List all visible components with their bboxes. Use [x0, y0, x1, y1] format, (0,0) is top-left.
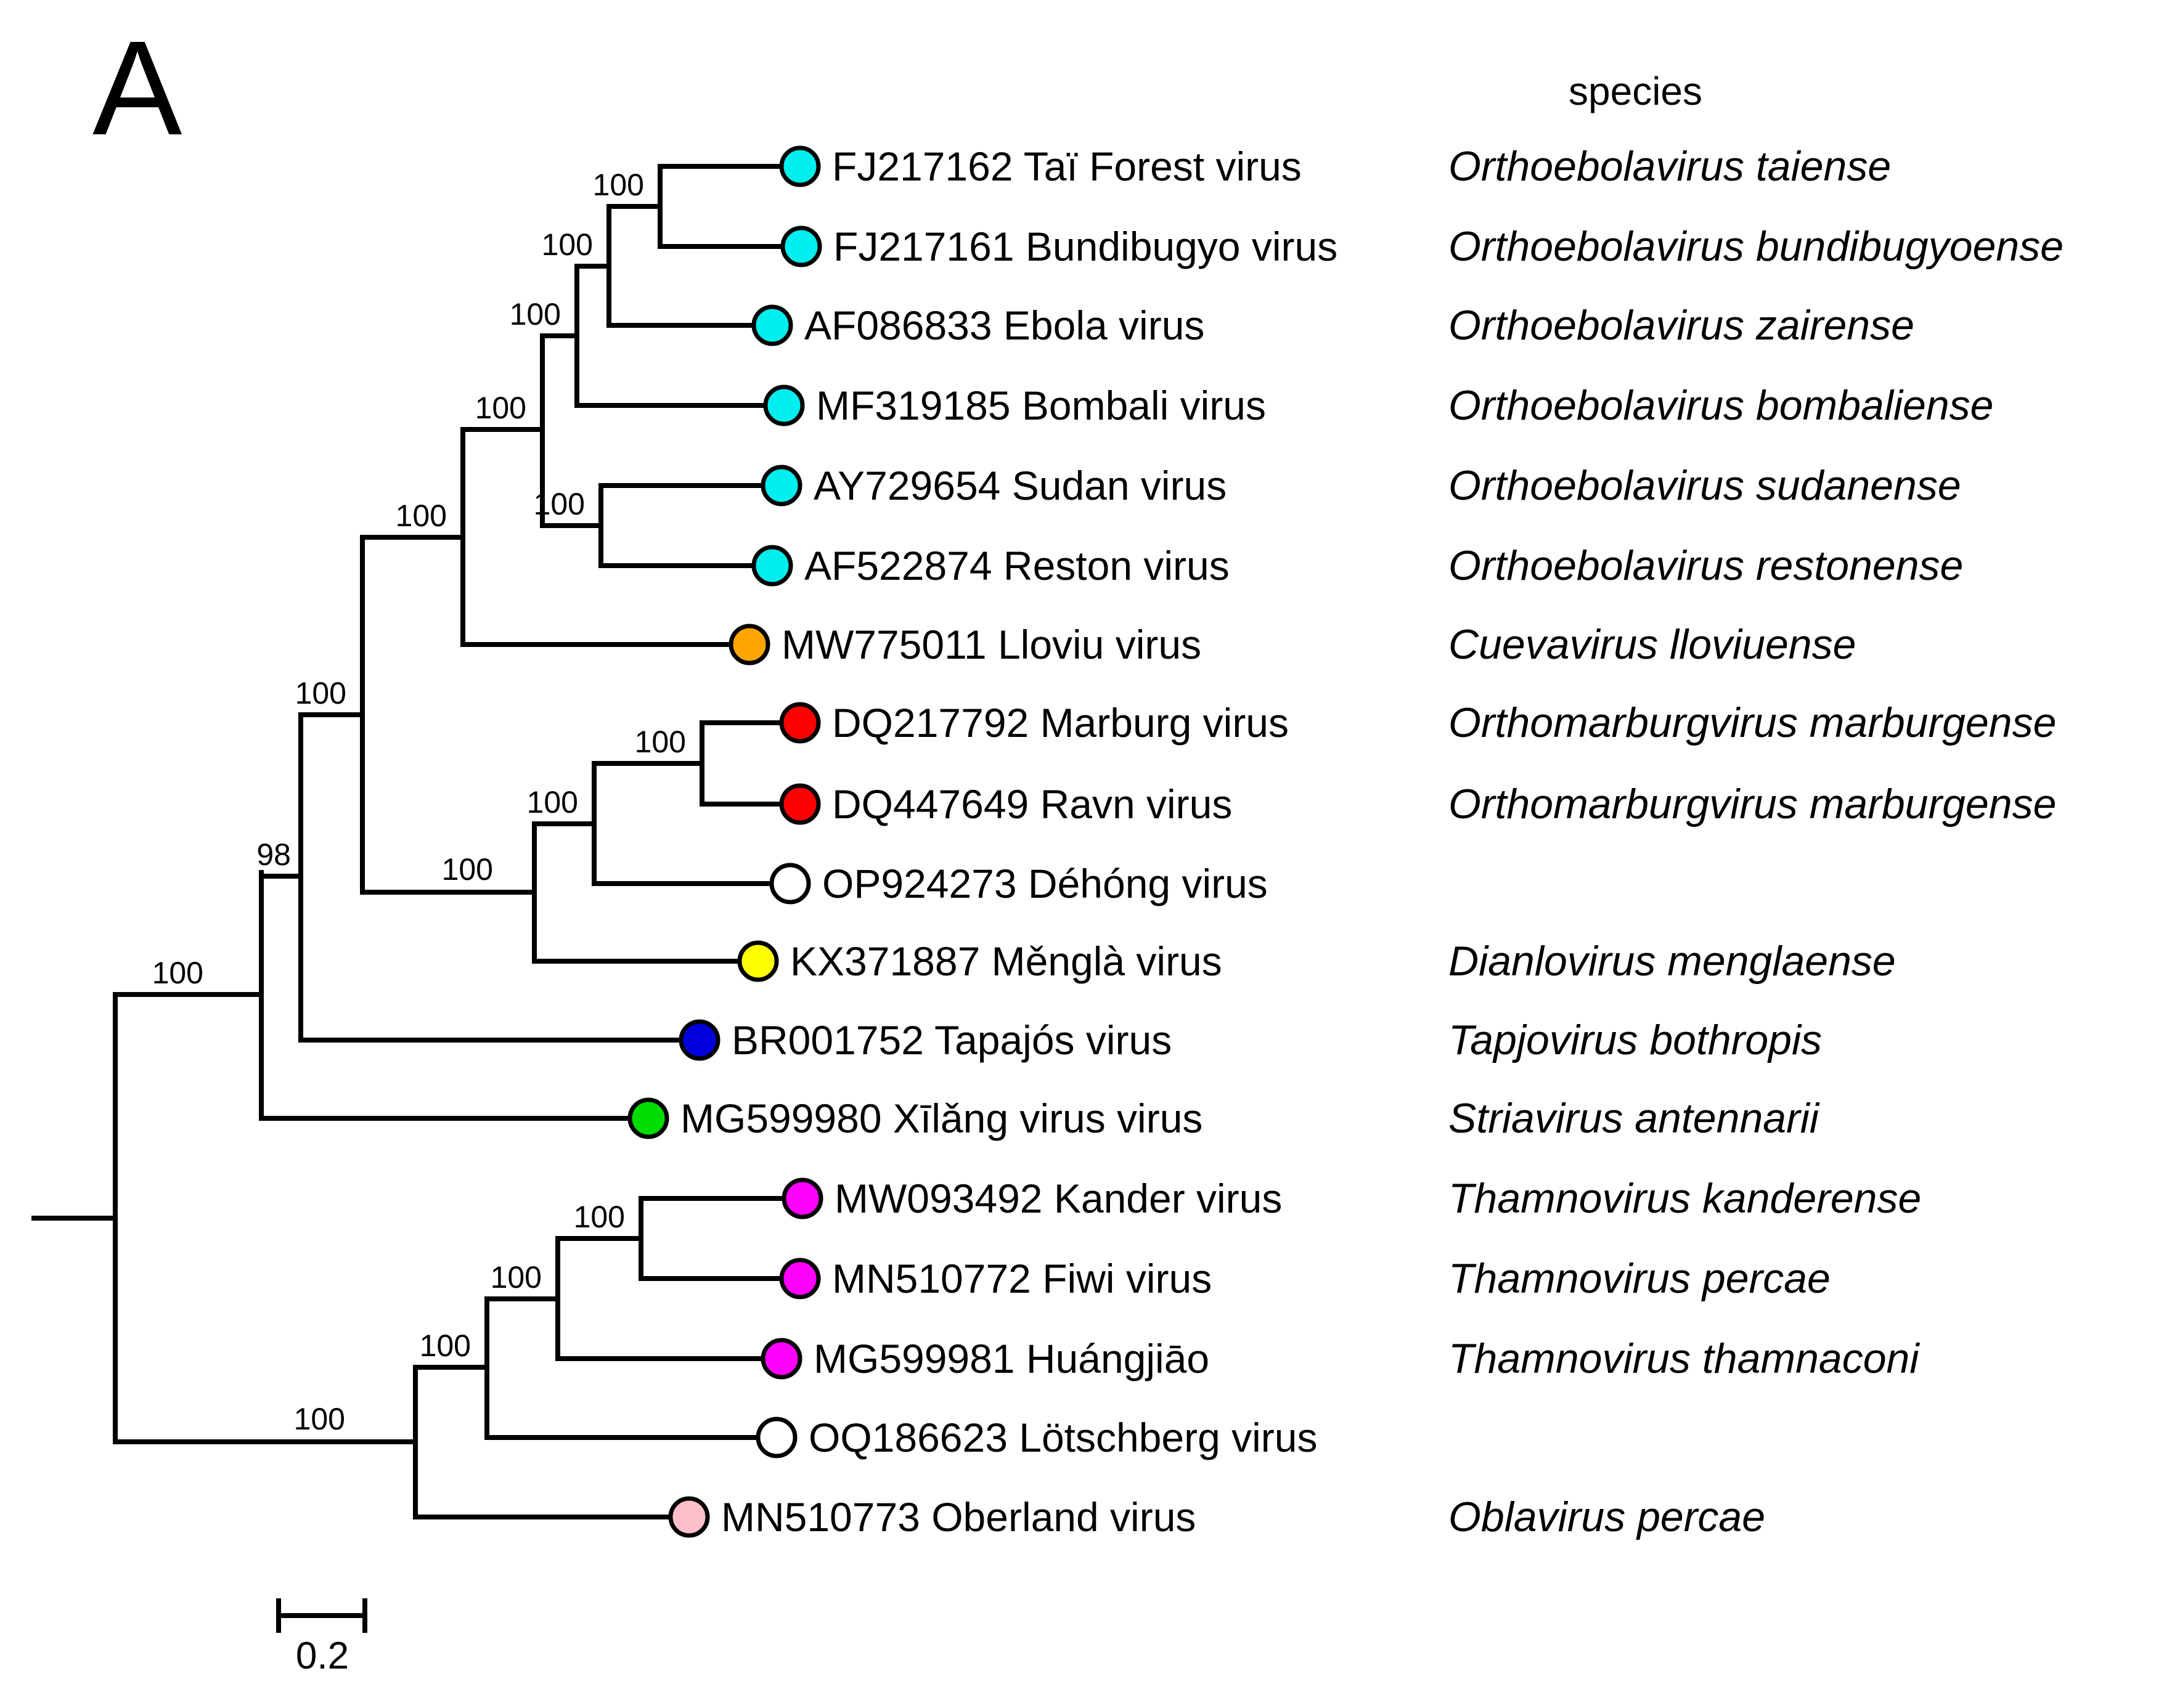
- node-TB-bootstrap: 100: [593, 168, 644, 202]
- tip-marburg-marker: [779, 702, 821, 744]
- tip-oberland-marker: [668, 1496, 710, 1538]
- tip-fiwi-species: Thamnovirus percae: [1448, 1255, 1831, 1302]
- tip-reston-label: AF522874 Reston virus: [804, 543, 1230, 588]
- node-E-bootstrap: 100: [442, 852, 493, 887]
- tip-huangjiao-marker: [761, 1338, 802, 1380]
- tip-reston-marker: [751, 545, 793, 587]
- node-B-bootstrap: 98: [256, 837, 291, 872]
- tip-oberland-label: MN510773 Oberland virus: [721, 1494, 1196, 1540]
- tip-bombali-label: MF319185 Bombali virus: [816, 383, 1266, 428]
- tip-mengla-marker: [737, 940, 779, 982]
- tip-dehong-marker: [769, 863, 811, 905]
- node-EBO-bootstrap: 100: [475, 391, 526, 425]
- tip-tai-forest-marker: [779, 145, 821, 187]
- tip-tapajos-label: BR001752 Tapajós virus: [732, 1017, 1172, 1063]
- tip-bundibugyo-label: FJ217161 Bundibugyo virus: [833, 224, 1337, 269]
- tip-huangjiao-label: MG599981 Huángjiāo: [814, 1336, 1209, 1381]
- tip-reston-species: Orthoebolavirus restonense: [1448, 542, 1963, 589]
- tip-kander-label: MW093492 Kander virus: [835, 1176, 1282, 1221]
- tip-xilang-label: MG599980 Xīlǎng virus virus: [680, 1096, 1202, 1141]
- node-SR-bootstrap: 100: [534, 487, 585, 521]
- node-TBEB-bootstrap: 100: [510, 297, 561, 331]
- node-C-bootstrap: 100: [295, 676, 346, 710]
- tip-kander-marker: [782, 1177, 823, 1219]
- panel-label: A: [92, 14, 182, 163]
- tip-bundibugyo-marker: [780, 226, 822, 267]
- tip-lotschberg-label: OQ186623 Lötschberg virus: [809, 1415, 1317, 1460]
- tip-tai-forest-label: FJ217162 Taï Forest virus: [832, 144, 1302, 189]
- tip-huangjiao-species: Thamnovirus thamnaconi: [1448, 1335, 1920, 1382]
- tip-tapajos-species: Tapjovirus bothropis: [1448, 1017, 1822, 1063]
- tip-fiwi-marker: [779, 1258, 821, 1299]
- tip-tapajos-marker: [679, 1019, 721, 1061]
- tip-lloviu-marker: [729, 624, 770, 665]
- node-H-bootstrap: 100: [491, 1260, 542, 1295]
- tip-ravn-species: Orthomarburgvirus marburgense: [1448, 781, 2056, 828]
- tip-lotschberg-marker: [756, 1417, 798, 1458]
- tip-kander-species: Thamnovirus kanderense: [1448, 1175, 1921, 1222]
- node-A-bootstrap: 100: [152, 956, 203, 990]
- tip-ebola-species: Orthoebolavirus zairense: [1448, 302, 1914, 349]
- tip-xilang-marker: [627, 1097, 669, 1139]
- tip-mengla-label: KX371887 Měnglà virus: [790, 938, 1222, 984]
- tip-ravn-label: DQ447649 Ravn virus: [832, 781, 1232, 827]
- tip-xilang-species: Striavirus antennarii: [1448, 1095, 1820, 1142]
- scale-bar: 0.2: [276, 1598, 367, 1677]
- tip-dehong-label: OP924273 Déhóng virus: [822, 861, 1268, 906]
- tip-mengla-species: Dianlovirus menglaense: [1448, 938, 1896, 985]
- tip-sudan-species: Orthoebolavirus sudanense: [1448, 462, 1961, 509]
- node-D-bootstrap: 100: [396, 498, 447, 533]
- tip-bundibugyo-species: Orthoebolavirus bundibugyoense: [1448, 223, 2064, 270]
- node-TBE-bootstrap: 100: [542, 227, 593, 262]
- bootstrap-labels: 1009810010010010010010010010010010010010…: [152, 168, 686, 1436]
- tip-lloviu-label: MW775011 Lloviu virus: [782, 622, 1201, 667]
- tip-marburg-label: DQ217792 Marburg virus: [832, 700, 1289, 746]
- species-column-header: species: [1569, 69, 1702, 113]
- tip-oberland-species: Oblavirus percae: [1448, 1494, 1765, 1540]
- tip-bombali-marker: [763, 384, 805, 426]
- tip-fiwi-label: MN510772 Fiwi virus: [832, 1256, 1212, 1301]
- tree-branches: [31, 164, 785, 1519]
- node-E1-bootstrap: 100: [527, 785, 578, 819]
- node-G-bootstrap: 100: [420, 1328, 471, 1363]
- tip-marburg-species: Orthomarburgvirus marburgense: [1448, 699, 2056, 746]
- tree-tip-markers: [627, 145, 823, 1538]
- scale-bar-label: 0.2: [296, 1635, 349, 1677]
- node-E2-bootstrap: 100: [635, 725, 686, 759]
- tip-ravn-marker: [779, 783, 821, 825]
- tip-sudan-marker: [761, 465, 802, 506]
- node-I-bootstrap: 100: [574, 1200, 625, 1234]
- tip-bombali-species: Orthoebolavirus bombaliense: [1448, 382, 1994, 429]
- tip-ebola-label: AF086833 Ebola virus: [804, 303, 1204, 348]
- tip-ebola-marker: [751, 304, 793, 346]
- tip-tai-forest-species: Orthoebolavirus taiense: [1448, 143, 1891, 190]
- tip-lloviu-species: Cuevavirus lloviuense: [1448, 621, 1856, 668]
- tip-sudan-label: AY729654 Sudan virus: [814, 463, 1227, 508]
- node-F-bootstrap: 100: [294, 1402, 345, 1436]
